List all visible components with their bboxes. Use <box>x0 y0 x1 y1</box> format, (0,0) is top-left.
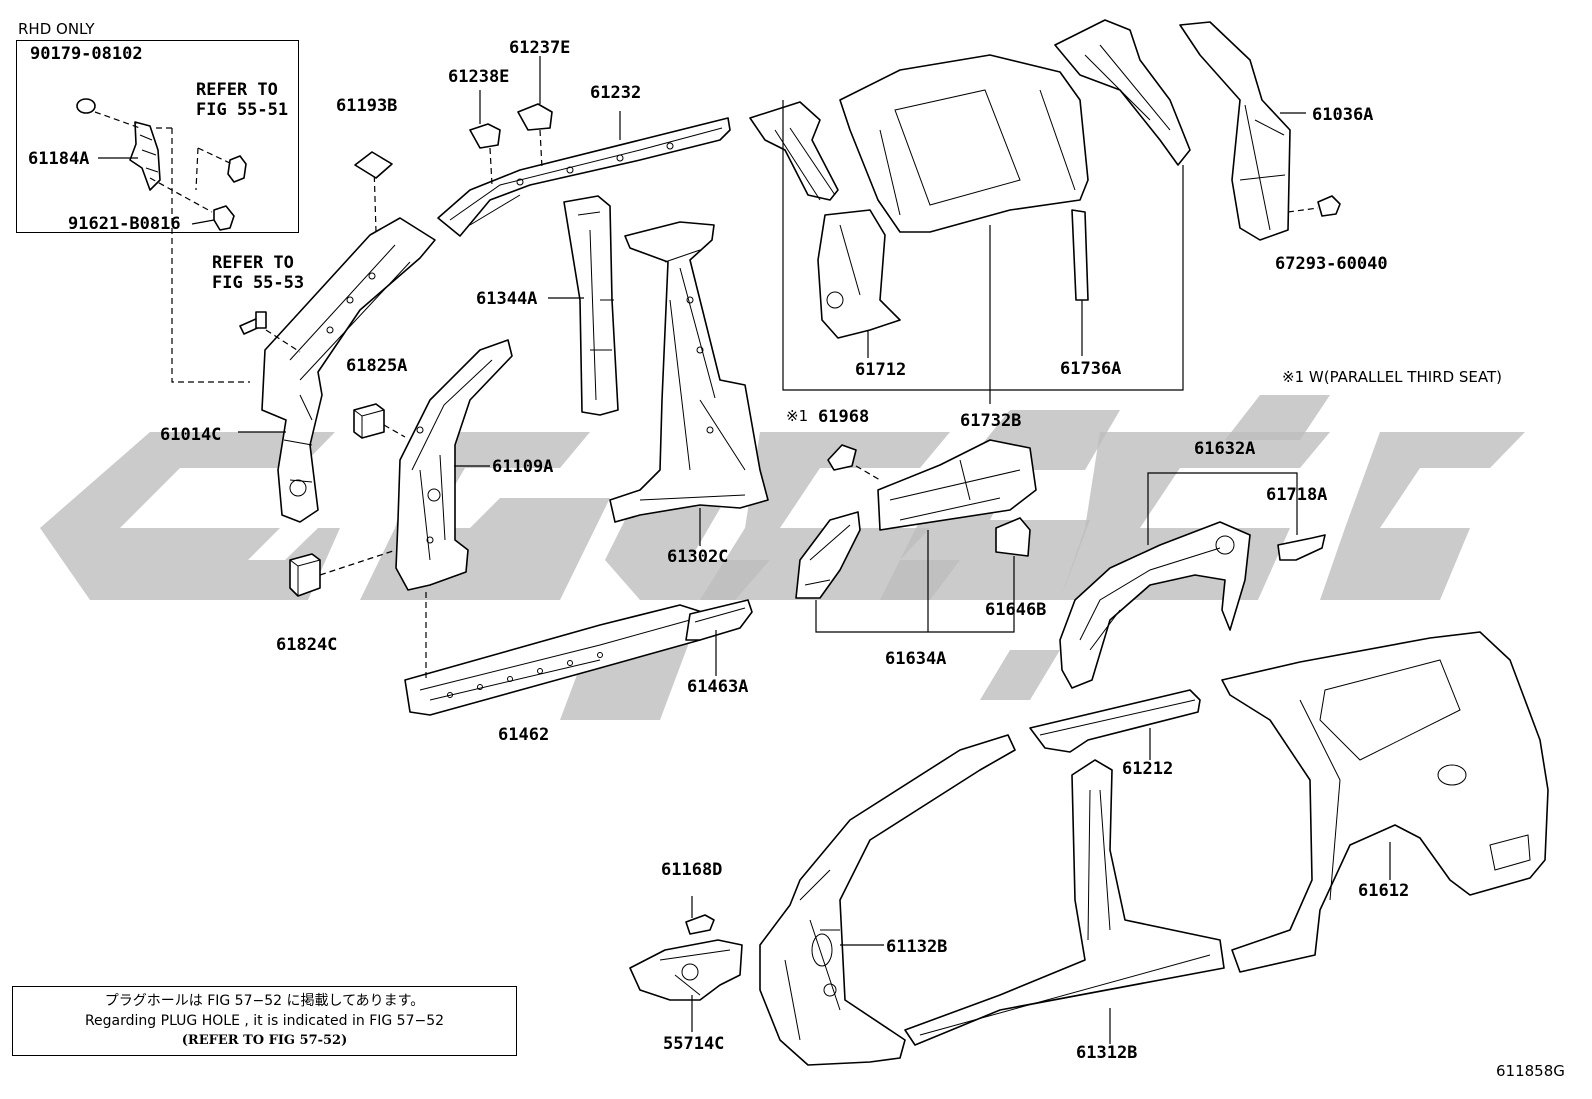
block-61824C <box>289 549 397 597</box>
label-61302C: 61302C <box>667 547 728 567</box>
front-pillar-61014C <box>261 164 436 523</box>
label-90179-08102: 90179-08102 <box>30 44 143 64</box>
mark-1: ※1 <box>786 407 808 425</box>
label-61718A: 61718A <box>1266 485 1327 505</box>
label-61036A: 61036A <box>1312 105 1373 125</box>
reinforcement-61463A <box>685 599 753 641</box>
roof-side-61212 <box>1029 689 1201 753</box>
block-61825A <box>353 403 406 439</box>
label-refer-55-51-line1: REFER TO <box>196 80 278 100</box>
center-pillar-61302C <box>609 221 769 523</box>
roof-rail-61232 <box>437 103 731 237</box>
label-61168D: 61168D <box>661 860 722 880</box>
label-refer-55-51-line2: FIG 55-51 <box>196 100 288 120</box>
figure-code: 611858G <box>1496 1062 1565 1080</box>
dash-side-55714C <box>629 914 743 1001</box>
part-labels: 61193B 61238E 61237E 61232 61014C 61825A… <box>18 20 1565 1080</box>
label-61109A: 61109A <box>492 457 553 477</box>
center-pillar-61344A <box>563 195 619 416</box>
label-61462: 61462 <box>498 725 549 745</box>
plug-hole-note: プラグホールは FIG 57−52 に掲載してあります。 Regarding P… <box>12 986 517 1056</box>
label-61634A: 61634A <box>885 649 946 669</box>
mark-1-note: ※1 W(PARALLEL THIRD SEAT) <box>1282 368 1502 386</box>
front-side-61132B <box>759 734 1016 1066</box>
rhd-inset-parts <box>76 98 250 383</box>
bolt-fig-55-53 <box>239 311 301 353</box>
label-55714C: 55714C <box>663 1034 724 1054</box>
rocker-61312B <box>904 759 1225 1046</box>
label-67293-60040: 67293-60040 <box>1275 254 1388 274</box>
label-61712: 61712 <box>855 360 906 380</box>
label-61825A: 61825A <box>346 356 407 376</box>
label-61132B: 61132B <box>886 937 947 957</box>
label-61212: 61212 <box>1122 759 1173 779</box>
rhd-only-inset-frame <box>16 40 299 233</box>
quarter-inner-group <box>749 19 1191 391</box>
pillar-61109A <box>395 339 513 591</box>
label-61612: 61612 <box>1358 881 1409 901</box>
label-refer-55-53-line2: FIG 55-53 <box>212 273 304 293</box>
label-61238E: 61238E <box>448 67 509 87</box>
label-61184A: 61184A <box>28 149 89 169</box>
label-61344A: 61344A <box>476 289 537 309</box>
label-61232: 61232 <box>590 83 641 103</box>
label-91621-B0816: 91621-B0816 <box>68 214 181 234</box>
note-line-refer: (REFER TO FIG 57-52) <box>181 1033 348 1048</box>
label-61824C: 61824C <box>276 635 337 655</box>
label-refer-55-53-line1: REFER TO <box>212 253 294 273</box>
label-61014C: 61014C <box>160 425 221 445</box>
label-61237E: 61237E <box>509 38 570 58</box>
back-panel-61036A <box>1179 21 1341 241</box>
leader-lines <box>98 56 1391 1044</box>
label-61632A: 61632A <box>1194 439 1255 459</box>
wheelhouse-61632A <box>1059 472 1326 689</box>
note-line-english: Regarding PLUG HOLE , it is indicated in… <box>84 1013 445 1029</box>
pad-61193B <box>354 151 393 179</box>
wheelhouse-61634A <box>795 439 1037 633</box>
label-61732B: 61732B <box>960 411 1021 431</box>
rocker-61462 <box>404 592 703 716</box>
label-61193B: 61193B <box>336 96 397 116</box>
label-61463A: 61463A <box>687 677 748 697</box>
label-61736A: 61736A <box>1060 359 1121 379</box>
label-61968: 61968 <box>818 407 869 427</box>
label-61646B: 61646B <box>985 600 1046 620</box>
note-line-japanese: プラグホールは FIG 57−52 に掲載してあります。 <box>104 993 425 1009</box>
rhd-heading: RHD ONLY <box>18 20 95 38</box>
label-61312B: 61312B <box>1076 1043 1137 1063</box>
quarter-panel-61612 <box>1221 631 1549 973</box>
